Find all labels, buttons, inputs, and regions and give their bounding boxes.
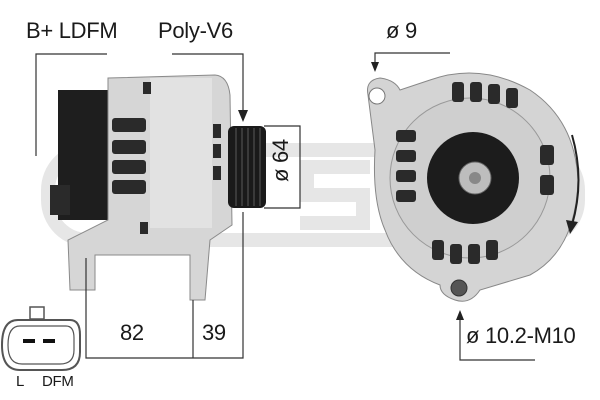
connector-label: B+ LDFM: [26, 18, 118, 43]
pulley-type-label: Poly-V6: [158, 18, 233, 43]
rotation-arrow: [571, 134, 580, 226]
pulley-diameter-label: ø 64: [268, 139, 293, 182]
plug-pin-dfm-label: DFM: [42, 373, 74, 390]
bottom-hole-label: ø 10.2-M10: [466, 323, 576, 348]
top-hole-diameter-label: ø 9: [386, 18, 417, 43]
plug-pin-l-label: L: [16, 373, 25, 390]
length-body-label: 82: [120, 320, 144, 345]
length-front-label: 39: [202, 320, 226, 345]
